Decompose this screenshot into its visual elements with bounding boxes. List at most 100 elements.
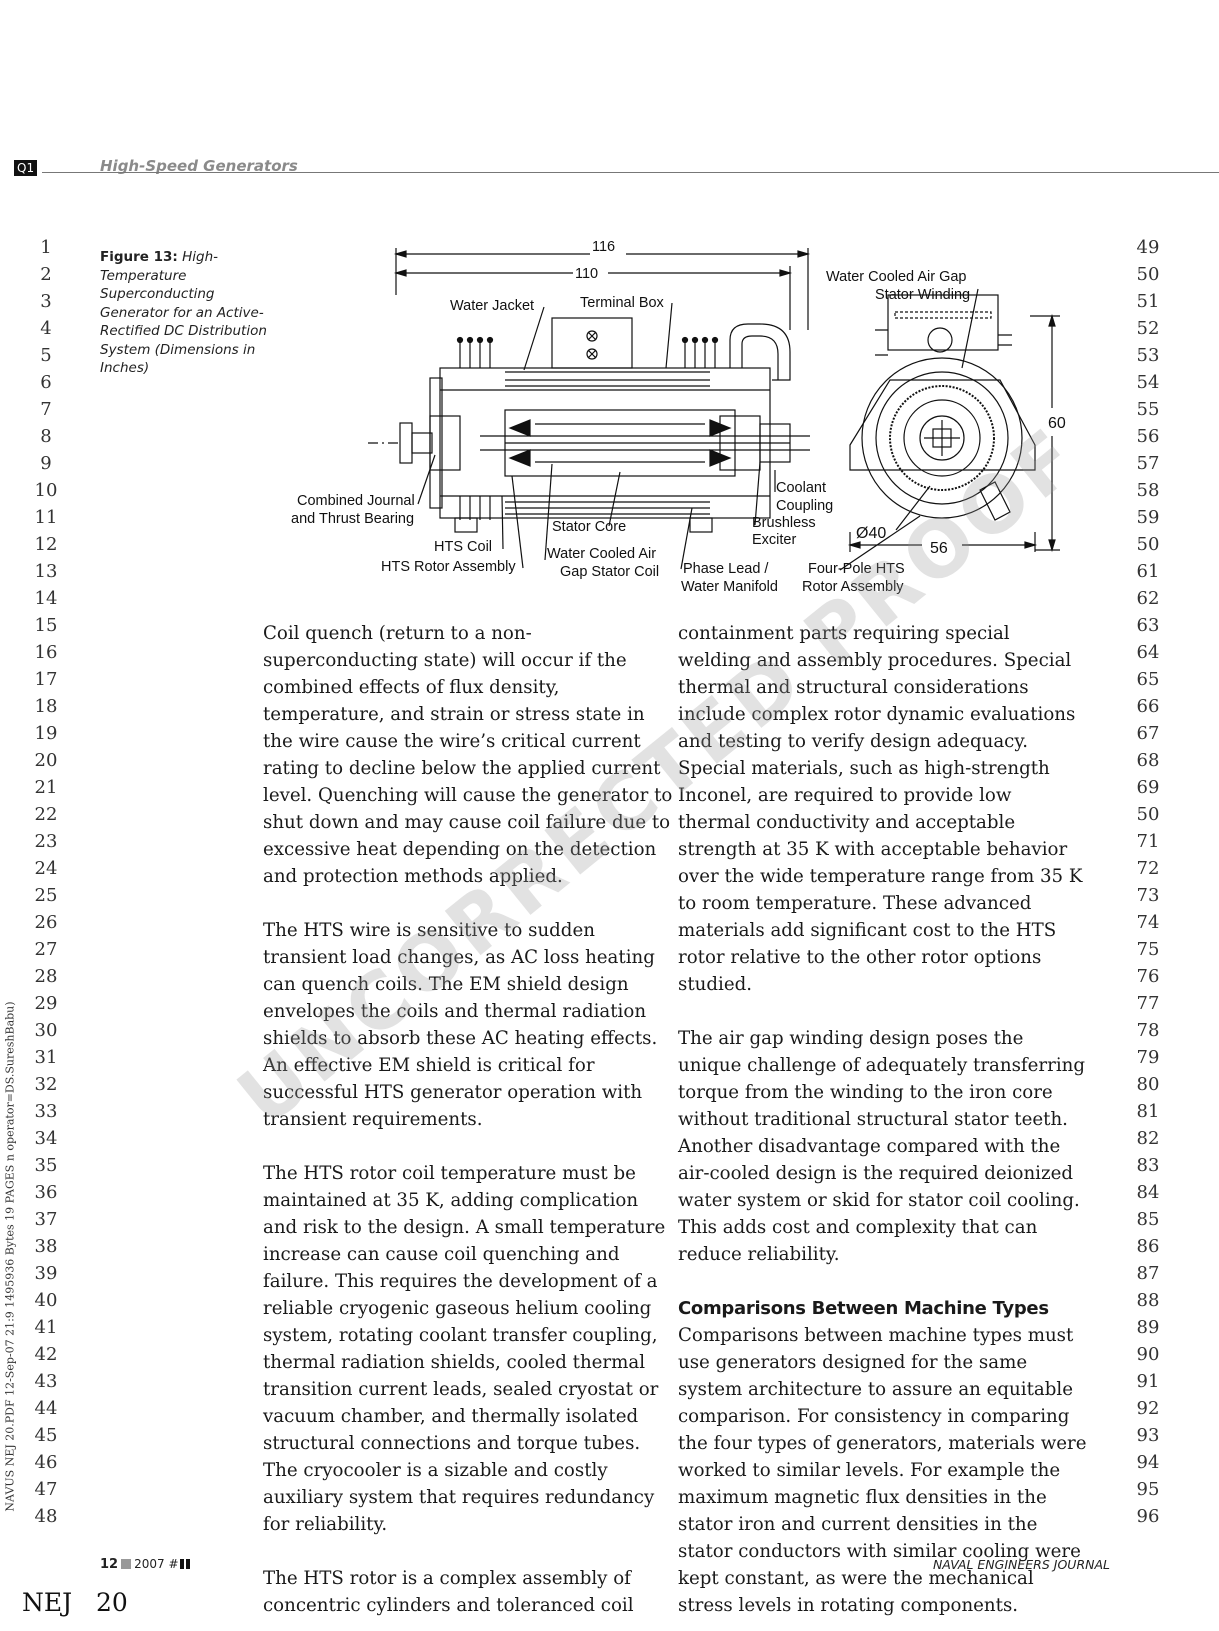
line-number: 90 [1136,1344,1160,1365]
line-number: 15 [34,615,58,636]
fourpole-label-1: Four-Pole HTS [808,561,905,577]
line-number: 33 [34,1101,58,1122]
paragraph: The HTS rotor is a complex assembly of c… [263,1568,634,1616]
line-number: 16 [34,642,58,663]
line-number: 45 [34,1425,58,1446]
line-number: 76 [1136,966,1160,987]
line-number: 93 [1136,1425,1160,1446]
line-number: 88 [1136,1290,1160,1311]
line-number: 30 [34,1020,58,1041]
line-number: 75 [1136,939,1160,960]
bearing-label-2: and Thrust Bearing [291,511,414,527]
line-number: 73 [1136,885,1160,906]
line-number: 10 [34,480,58,501]
line-number: 55 [1136,399,1160,420]
line-number: 23 [34,831,58,852]
generator-drawing: 116 110 Water Jacket Terminal Box Water … [290,239,1120,620]
water-cooled-gap-label-1: Water Cooled Air Gap [826,269,967,285]
dim-60-label: 60 [1048,415,1066,432]
dim-40-label: Ø40 [856,525,886,542]
page-number: 12 [100,1557,119,1572]
square-icon [185,1559,190,1569]
line-number: 31 [34,1047,58,1068]
line-number: 79 [1136,1047,1160,1068]
line-number: 41 [34,1317,58,1338]
line-number: 54 [1136,372,1160,393]
line-number: 95 [1136,1479,1160,1500]
line-number: 89 [1136,1317,1160,1338]
line-number: 29 [34,993,58,1014]
line-number: 81 [1136,1101,1160,1122]
section-heading: Comparisons Between Machine Types [678,1298,1049,1319]
issue-label: 2007 # [134,1557,179,1571]
line-number: 50 [1136,804,1160,825]
line-number: 53 [1136,345,1160,366]
water-cooled-gap-label-2: Stator Winding [875,287,970,303]
line-number: 71 [1136,831,1160,852]
paragraph: The HTS wire is sensitive to sudden tran… [263,920,658,1130]
brushless-label-1: Brushless [752,515,816,531]
line-number: 74 [1136,912,1160,933]
line-number: 28 [34,966,58,987]
line-number: 17 [34,669,58,690]
line-number: 39 [34,1263,58,1284]
side-file-info: NAVUS NEJ 20.PDF 12-Sep-07 21:9 1495936 … [3,1001,17,1512]
footer-left: 12 2007 # [100,1557,191,1572]
line-number: 44 [34,1398,58,1419]
line-number: 2 [40,264,52,285]
square-icon [179,1559,184,1569]
line-number: 62 [1136,588,1160,609]
line-number: 85 [1136,1209,1160,1230]
terminal-box-label: Terminal Box [580,295,665,311]
line-number: 92 [1136,1398,1160,1419]
phase-lead-label-1: Phase Lead / [683,561,769,577]
hts-coil-label: HTS Coil [434,539,492,555]
line-number: 12 [34,534,58,555]
phase-lead-label-2: Water Manifold [681,579,778,595]
line-number: 27 [34,939,58,960]
line-number: 84 [1136,1182,1160,1203]
line-number: 63 [1136,615,1160,636]
header-rule [42,172,1219,173]
coolant-label-1: Coolant [776,480,826,496]
figure-caption: Figure 13: High-Temperature Superconduct… [100,248,280,378]
line-number: 65 [1136,669,1160,690]
line-number: 48 [34,1506,58,1527]
line-number: 7 [40,399,52,420]
line-number: 86 [1136,1236,1160,1257]
line-number: 9 [40,453,52,474]
line-number: 87 [1136,1263,1160,1284]
line-number: 68 [1136,750,1160,771]
line-number: 82 [1136,1128,1160,1149]
body-column-left: Coil quench (return to a non-superconduc… [263,620,673,1619]
nej-mark: NEJ 20 [22,1588,128,1617]
query-badge: Q1 [14,160,38,176]
line-number: 36 [34,1182,58,1203]
paragraph: containment parts requiring special weld… [678,623,1083,995]
dim-116-label: 116 [592,240,615,255]
generator-drawing-svg: 116 110 Water Jacket Terminal Box Water … [291,239,1066,595]
body-column-right: containment parts requiring special weld… [678,620,1088,1619]
line-number: 38 [34,1236,58,1257]
line-number: 5 [40,345,52,366]
line-number: 24 [34,858,58,879]
line-number: 40 [34,1290,58,1311]
dim-56-label: 56 [930,540,948,557]
line-number: 11 [34,507,58,528]
line-number: 14 [34,588,58,609]
line-number: 25 [34,885,58,906]
line-number: 64 [1136,642,1160,663]
line-number: 58 [1136,480,1160,501]
dim-110-label: 110 [575,266,598,282]
line-number: 8 [40,426,52,447]
line-number: 94 [1136,1452,1160,1473]
wc-stator-label-2: Gap Stator Coil [560,564,659,580]
line-number: 83 [1136,1155,1160,1176]
line-number: 26 [34,912,58,933]
line-number: 57 [1136,453,1160,474]
bearing-label-1: Combined Journal [297,493,415,509]
line-number: 19 [34,723,58,744]
hts-rotor-label: HTS Rotor Assembly [381,559,516,575]
line-number: 18 [34,696,58,717]
